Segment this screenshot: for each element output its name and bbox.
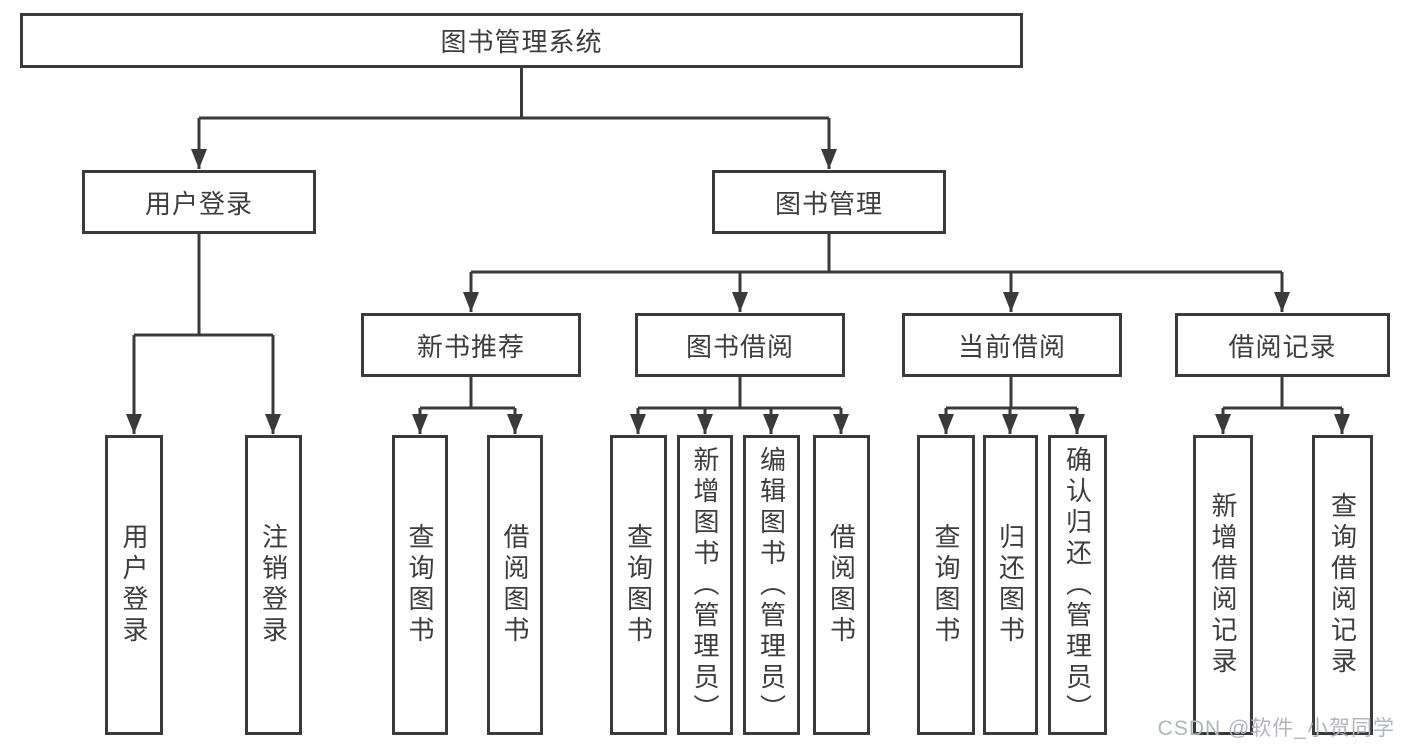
node-leaf-borrow-books: 借阅图书 xyxy=(813,435,870,735)
node-borrowing-records: 借阅记录 xyxy=(1175,313,1390,377)
node-leaf-logout: 注销登录 xyxy=(245,435,302,735)
node-user-login: 用户登录 xyxy=(82,170,316,234)
node-leaf-return-books: 归还图书 xyxy=(983,435,1038,735)
node-library-management-system: 图书管理系统 xyxy=(20,13,1023,68)
node-leaf-user-login: 用户登录 xyxy=(105,435,163,735)
node-leaf-add-borrow-record: 新增借阅记录 xyxy=(1193,435,1253,735)
node-leaf-query-books-current: 查询图书 xyxy=(917,435,975,735)
node-book-management: 图书管理 xyxy=(712,170,946,234)
node-leaf-query-borrow-record: 查询借阅记录 xyxy=(1312,435,1373,735)
node-leaf-add-books-admin: 新增图书（管理员） xyxy=(677,435,733,735)
node-leaf-query-books-borrow: 查询图书 xyxy=(610,435,667,735)
node-leaf-query-books-recommend: 查询图书 xyxy=(392,435,448,735)
node-book-borrowing: 图书借阅 xyxy=(635,313,845,377)
node-current-borrowing: 当前借阅 xyxy=(902,313,1122,377)
node-leaf-borrow-books-recommend: 借阅图书 xyxy=(487,435,543,735)
node-leaf-confirm-return-admin: 确认归还（管理员） xyxy=(1048,435,1107,735)
node-new-book-recommendation: 新书推荐 xyxy=(361,313,581,377)
node-leaf-edit-books-admin: 编辑图书（管理员） xyxy=(743,435,800,735)
csdn-watermark: CSDN @软件_小贺同学 xyxy=(1157,717,1395,740)
